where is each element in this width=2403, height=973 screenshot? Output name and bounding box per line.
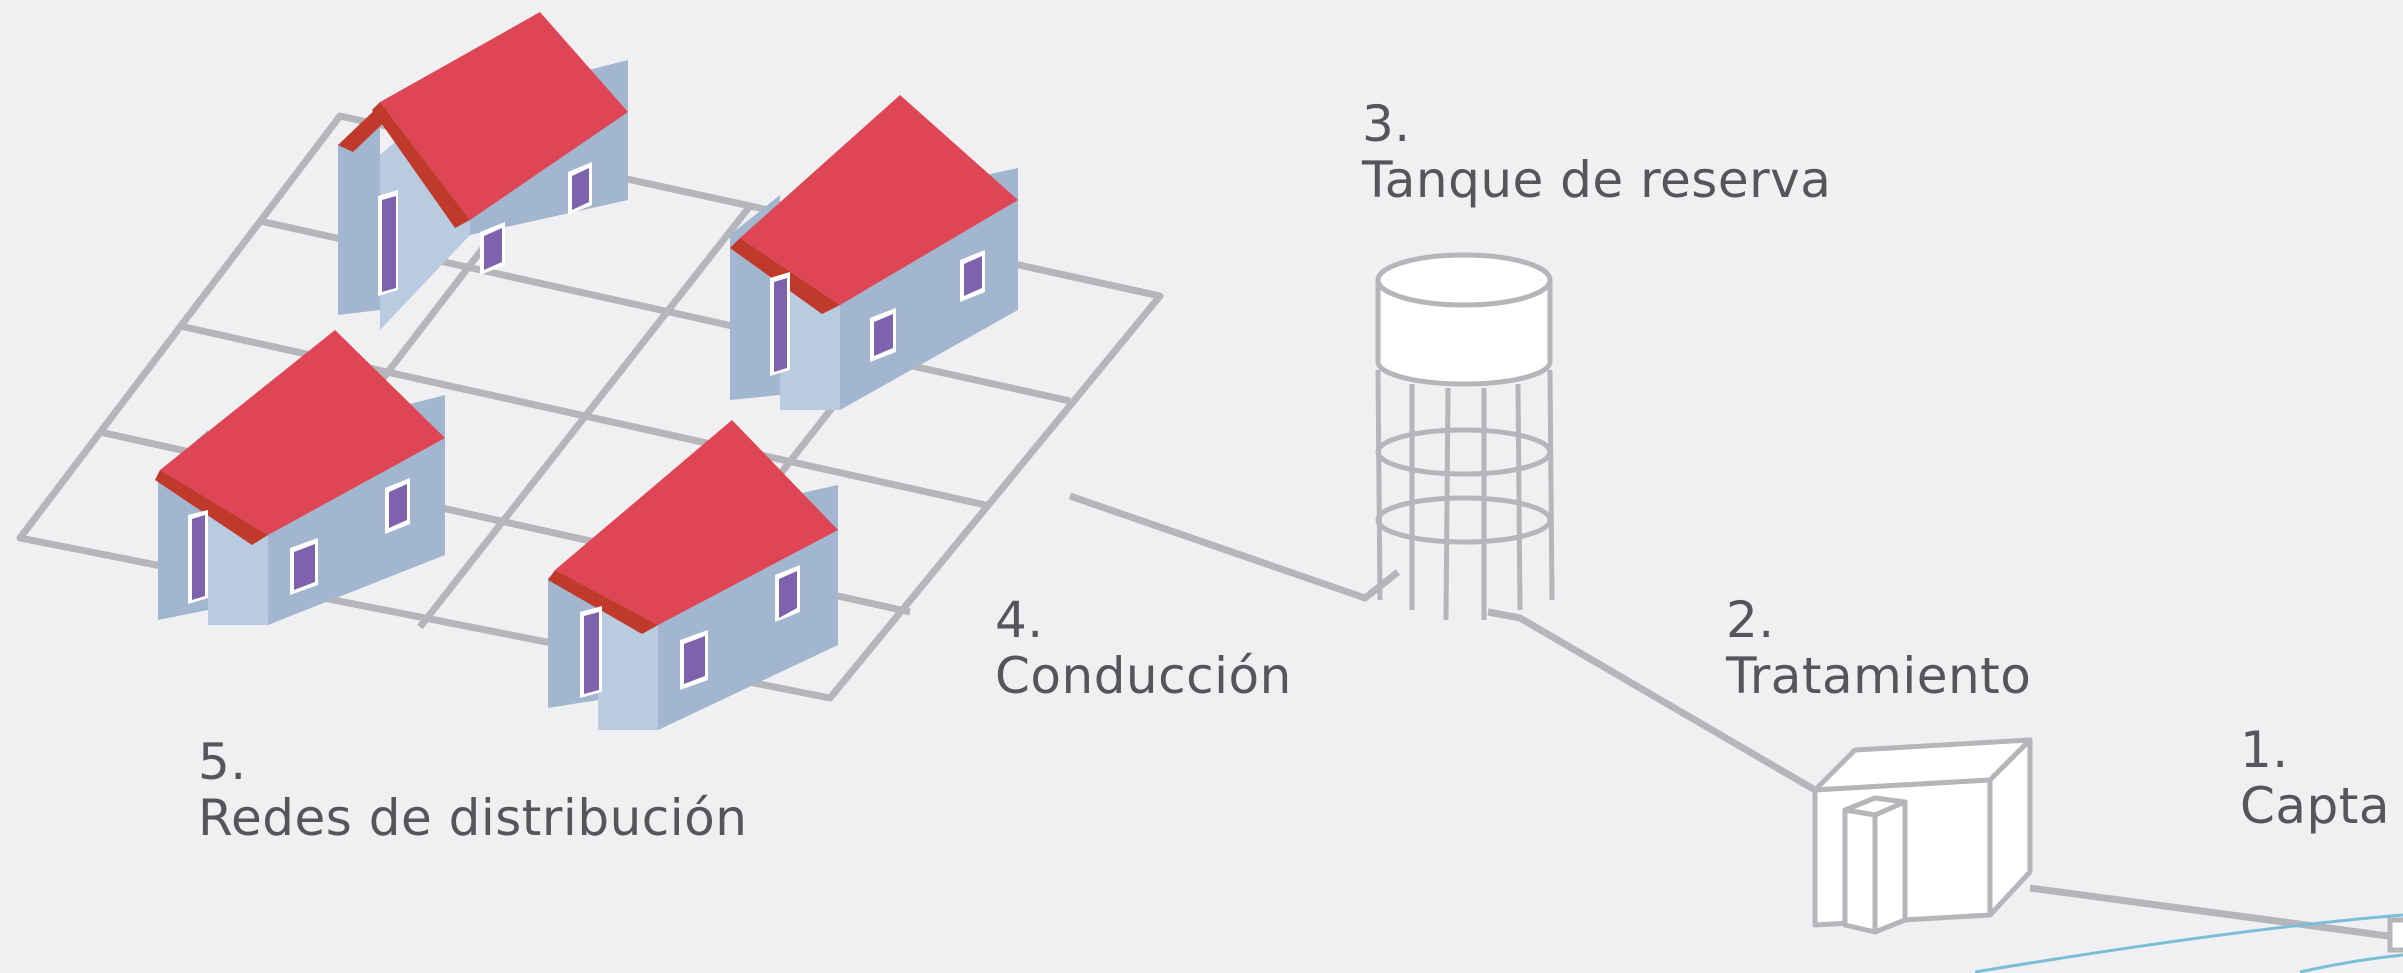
water-tower xyxy=(1375,252,1555,621)
step-5-title: Redes de distribución xyxy=(198,789,748,847)
conduction-pipe xyxy=(1068,492,1401,602)
step-1-title: Capta xyxy=(2240,777,2391,835)
house-1 xyxy=(338,12,628,330)
water-stream xyxy=(1974,913,2403,973)
treatment-to-tank-pipe xyxy=(1487,608,1817,794)
step-4-number: 4. xyxy=(995,591,1044,649)
house-3 xyxy=(155,330,445,625)
house-2 xyxy=(730,95,1018,410)
step-3-number: 3. xyxy=(1362,95,1411,153)
label-conduction: 4. Conducción xyxy=(995,592,1292,704)
step-3-title: Tanque de reserva xyxy=(1362,151,1832,209)
step-5-number: 5. xyxy=(198,733,247,791)
step-4-title: Conducción xyxy=(995,647,1292,705)
label-treatment: 2. Tratamiento xyxy=(1726,592,2031,704)
intake-to-treatment-pipe xyxy=(2029,884,2403,942)
label-distribution-networks: 5. Redes de distribución xyxy=(198,734,747,846)
label-reserve-tank: 3. Tanque de reserva xyxy=(1362,96,1831,208)
intake-structure xyxy=(2387,917,2403,953)
house-4 xyxy=(548,420,838,730)
label-intake: 1. Capta xyxy=(2240,722,2390,834)
pipe-network xyxy=(1068,492,2403,942)
treatment-plant xyxy=(1812,737,2033,935)
step-2-title: Tratamiento xyxy=(1726,647,2032,705)
step-2-number: 2. xyxy=(1726,591,1775,649)
step-1-number: 1. xyxy=(2240,721,2289,779)
